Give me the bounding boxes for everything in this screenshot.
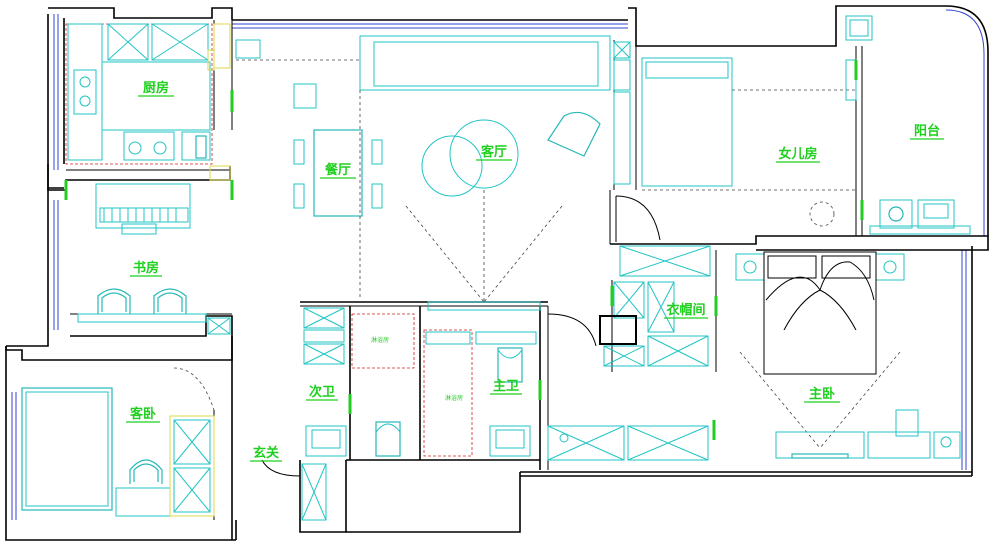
second-bath: [301, 307, 415, 521]
label-daughter-room: 女儿房: [778, 146, 817, 162]
outer-walls: [5, 5, 989, 541]
master-bedroom: [547, 251, 961, 461]
label-master-bedroom: 主卧: [809, 386, 835, 402]
kitchen: [65, 23, 231, 165]
label-kitchen: 厨房: [143, 80, 169, 96]
label-living: 客厅: [481, 144, 507, 160]
study: [77, 183, 231, 335]
room-labels: 厨房 餐厅 客厅 女儿房 阳台 书房 客卧 次卫 玄关 主卫 衣帽间 主卧 淋浴…: [126, 80, 944, 462]
guest-room: [21, 367, 215, 517]
living-room: [236, 35, 611, 311]
label-closet: 衣帽间: [666, 302, 705, 318]
label-entrance: 玄关: [253, 445, 279, 461]
label-guest-room: 客卧: [130, 406, 156, 422]
dining: [235, 39, 383, 217]
label-second-bath: 次卫: [309, 384, 335, 400]
daughter-room: [613, 41, 857, 242]
balcony: [845, 15, 971, 235]
label-dining: 餐厅: [324, 162, 351, 178]
label-shower-a: 淋浴房: [371, 336, 389, 344]
master-bath: [423, 329, 537, 457]
label-shower-b: 淋浴房: [445, 394, 463, 402]
label-study: 书房: [133, 260, 159, 276]
doors: [64, 60, 864, 477]
label-master-bath: 主卫: [493, 378, 519, 394]
closet: [547, 245, 711, 367]
label-balcony: 阳台: [914, 123, 940, 139]
